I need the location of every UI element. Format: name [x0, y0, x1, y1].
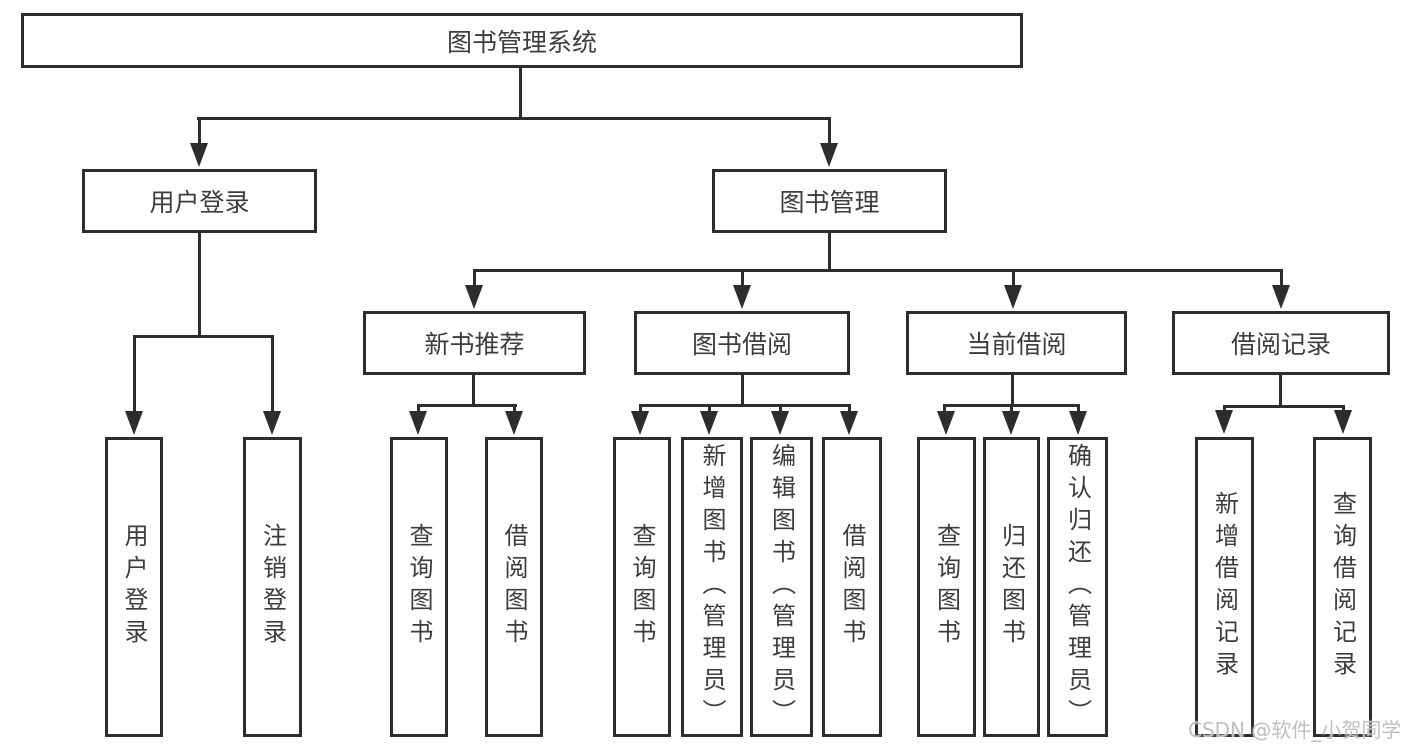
leaf-query-books-borrowing: 查询图书	[613, 437, 671, 737]
connector-borrowing-bar	[639, 404, 850, 407]
connector-recommend-bar	[417, 404, 517, 407]
leaf-label: 查询借阅记录	[1328, 491, 1357, 683]
connector-stem	[1012, 269, 1015, 289]
arrowhead-icon	[1215, 410, 1233, 434]
leaf-label: 确认归还（管理员）	[1063, 443, 1092, 731]
connector-stem	[133, 335, 136, 415]
node-current-borrowing: 当前借阅	[906, 311, 1127, 375]
connector-records-bar	[1223, 405, 1345, 408]
arrowhead-icon	[125, 411, 143, 435]
leaf-borrow-books-recommend: 借阅图书	[485, 437, 543, 737]
leaf-user-login: 用户登录	[105, 437, 163, 737]
arrowhead-icon	[1334, 410, 1352, 434]
leaf-borrow-books: 借阅图书	[822, 437, 882, 737]
connector-level2-bar	[197, 117, 831, 120]
arrowhead-icon	[465, 285, 483, 309]
arrowhead-icon	[820, 143, 838, 167]
arrowhead-icon	[733, 285, 751, 309]
leaf-label: 新增借阅记录	[1210, 491, 1239, 683]
connector-stem	[1280, 269, 1283, 289]
arrowhead-icon	[1004, 285, 1022, 309]
connector-level3-bar	[473, 269, 1283, 272]
leaf-query-borrow-record: 查询借阅记录	[1313, 437, 1372, 737]
leaf-query-books-current: 查询图书	[917, 437, 976, 737]
leaf-label: 查询图书	[628, 523, 656, 651]
connector-login-stub	[198, 233, 201, 337]
node-new-book-recommend: 新书推荐	[363, 311, 586, 375]
node-user-login: 用户登录	[82, 169, 317, 233]
leaf-logout: 注销登录	[243, 437, 302, 737]
leaf-edit-book-admin: 编辑图书（管理员）	[750, 437, 813, 737]
node-library-system: 图书管理系统	[21, 13, 1023, 68]
arrowhead-icon	[1272, 285, 1290, 309]
connector-stem	[473, 269, 476, 289]
leaf-label: 借阅图书	[838, 523, 866, 651]
connector-bookmgmt-stub	[828, 233, 831, 271]
connector-stem	[271, 335, 274, 415]
leaf-add-borrow-record: 新增借阅记录	[1195, 437, 1254, 737]
connector-stem	[198, 117, 201, 147]
arrowhead-icon	[937, 411, 955, 435]
connector-current-stub	[1011, 375, 1014, 407]
arrowhead-icon	[263, 411, 281, 435]
leaf-label: 借阅图书	[500, 523, 528, 651]
node-borrow-records: 借阅记录	[1172, 311, 1390, 375]
leaf-return-books: 归还图书	[983, 437, 1040, 737]
connector-records-stub	[1279, 375, 1282, 408]
connector-borrowing-stub	[741, 375, 744, 407]
leaf-label: 新增图书（管理员）	[698, 443, 726, 731]
leaf-add-book-admin: 新增图书（管理员）	[681, 437, 743, 737]
leaf-label: 查询图书	[932, 523, 961, 651]
connector-login-bar	[133, 335, 274, 338]
leaf-label: 归还图书	[997, 523, 1026, 651]
arrowhead-icon	[190, 143, 208, 167]
leaf-query-books-recommend: 查询图书	[390, 437, 448, 737]
leaf-confirm-return-admin: 确认归还（管理员）	[1047, 437, 1108, 737]
arrowhead-icon	[1002, 411, 1020, 435]
node-book-management: 图书管理	[712, 169, 947, 233]
leaf-label: 注销登录	[258, 523, 287, 651]
arrowhead-icon	[700, 411, 718, 435]
connector-root-stub	[519, 66, 522, 118]
arrowhead-icon	[631, 411, 649, 435]
leaf-label: 编辑图书（管理员）	[767, 443, 796, 731]
node-book-borrowing: 图书借阅	[634, 311, 850, 375]
arrowhead-icon	[505, 411, 523, 435]
connector-stem	[741, 269, 744, 289]
leaf-label: 用户登录	[120, 523, 148, 651]
arrowhead-icon	[409, 411, 427, 435]
connector-recommend-stub	[472, 375, 475, 407]
connector-stem	[828, 117, 831, 147]
leaf-label: 查询图书	[405, 523, 433, 651]
arrowhead-icon	[1069, 411, 1087, 435]
arrowhead-icon	[840, 411, 858, 435]
arrowhead-icon	[771, 411, 789, 435]
csdn-watermark: CSDN @软件_小贺同学	[1188, 718, 1402, 742]
